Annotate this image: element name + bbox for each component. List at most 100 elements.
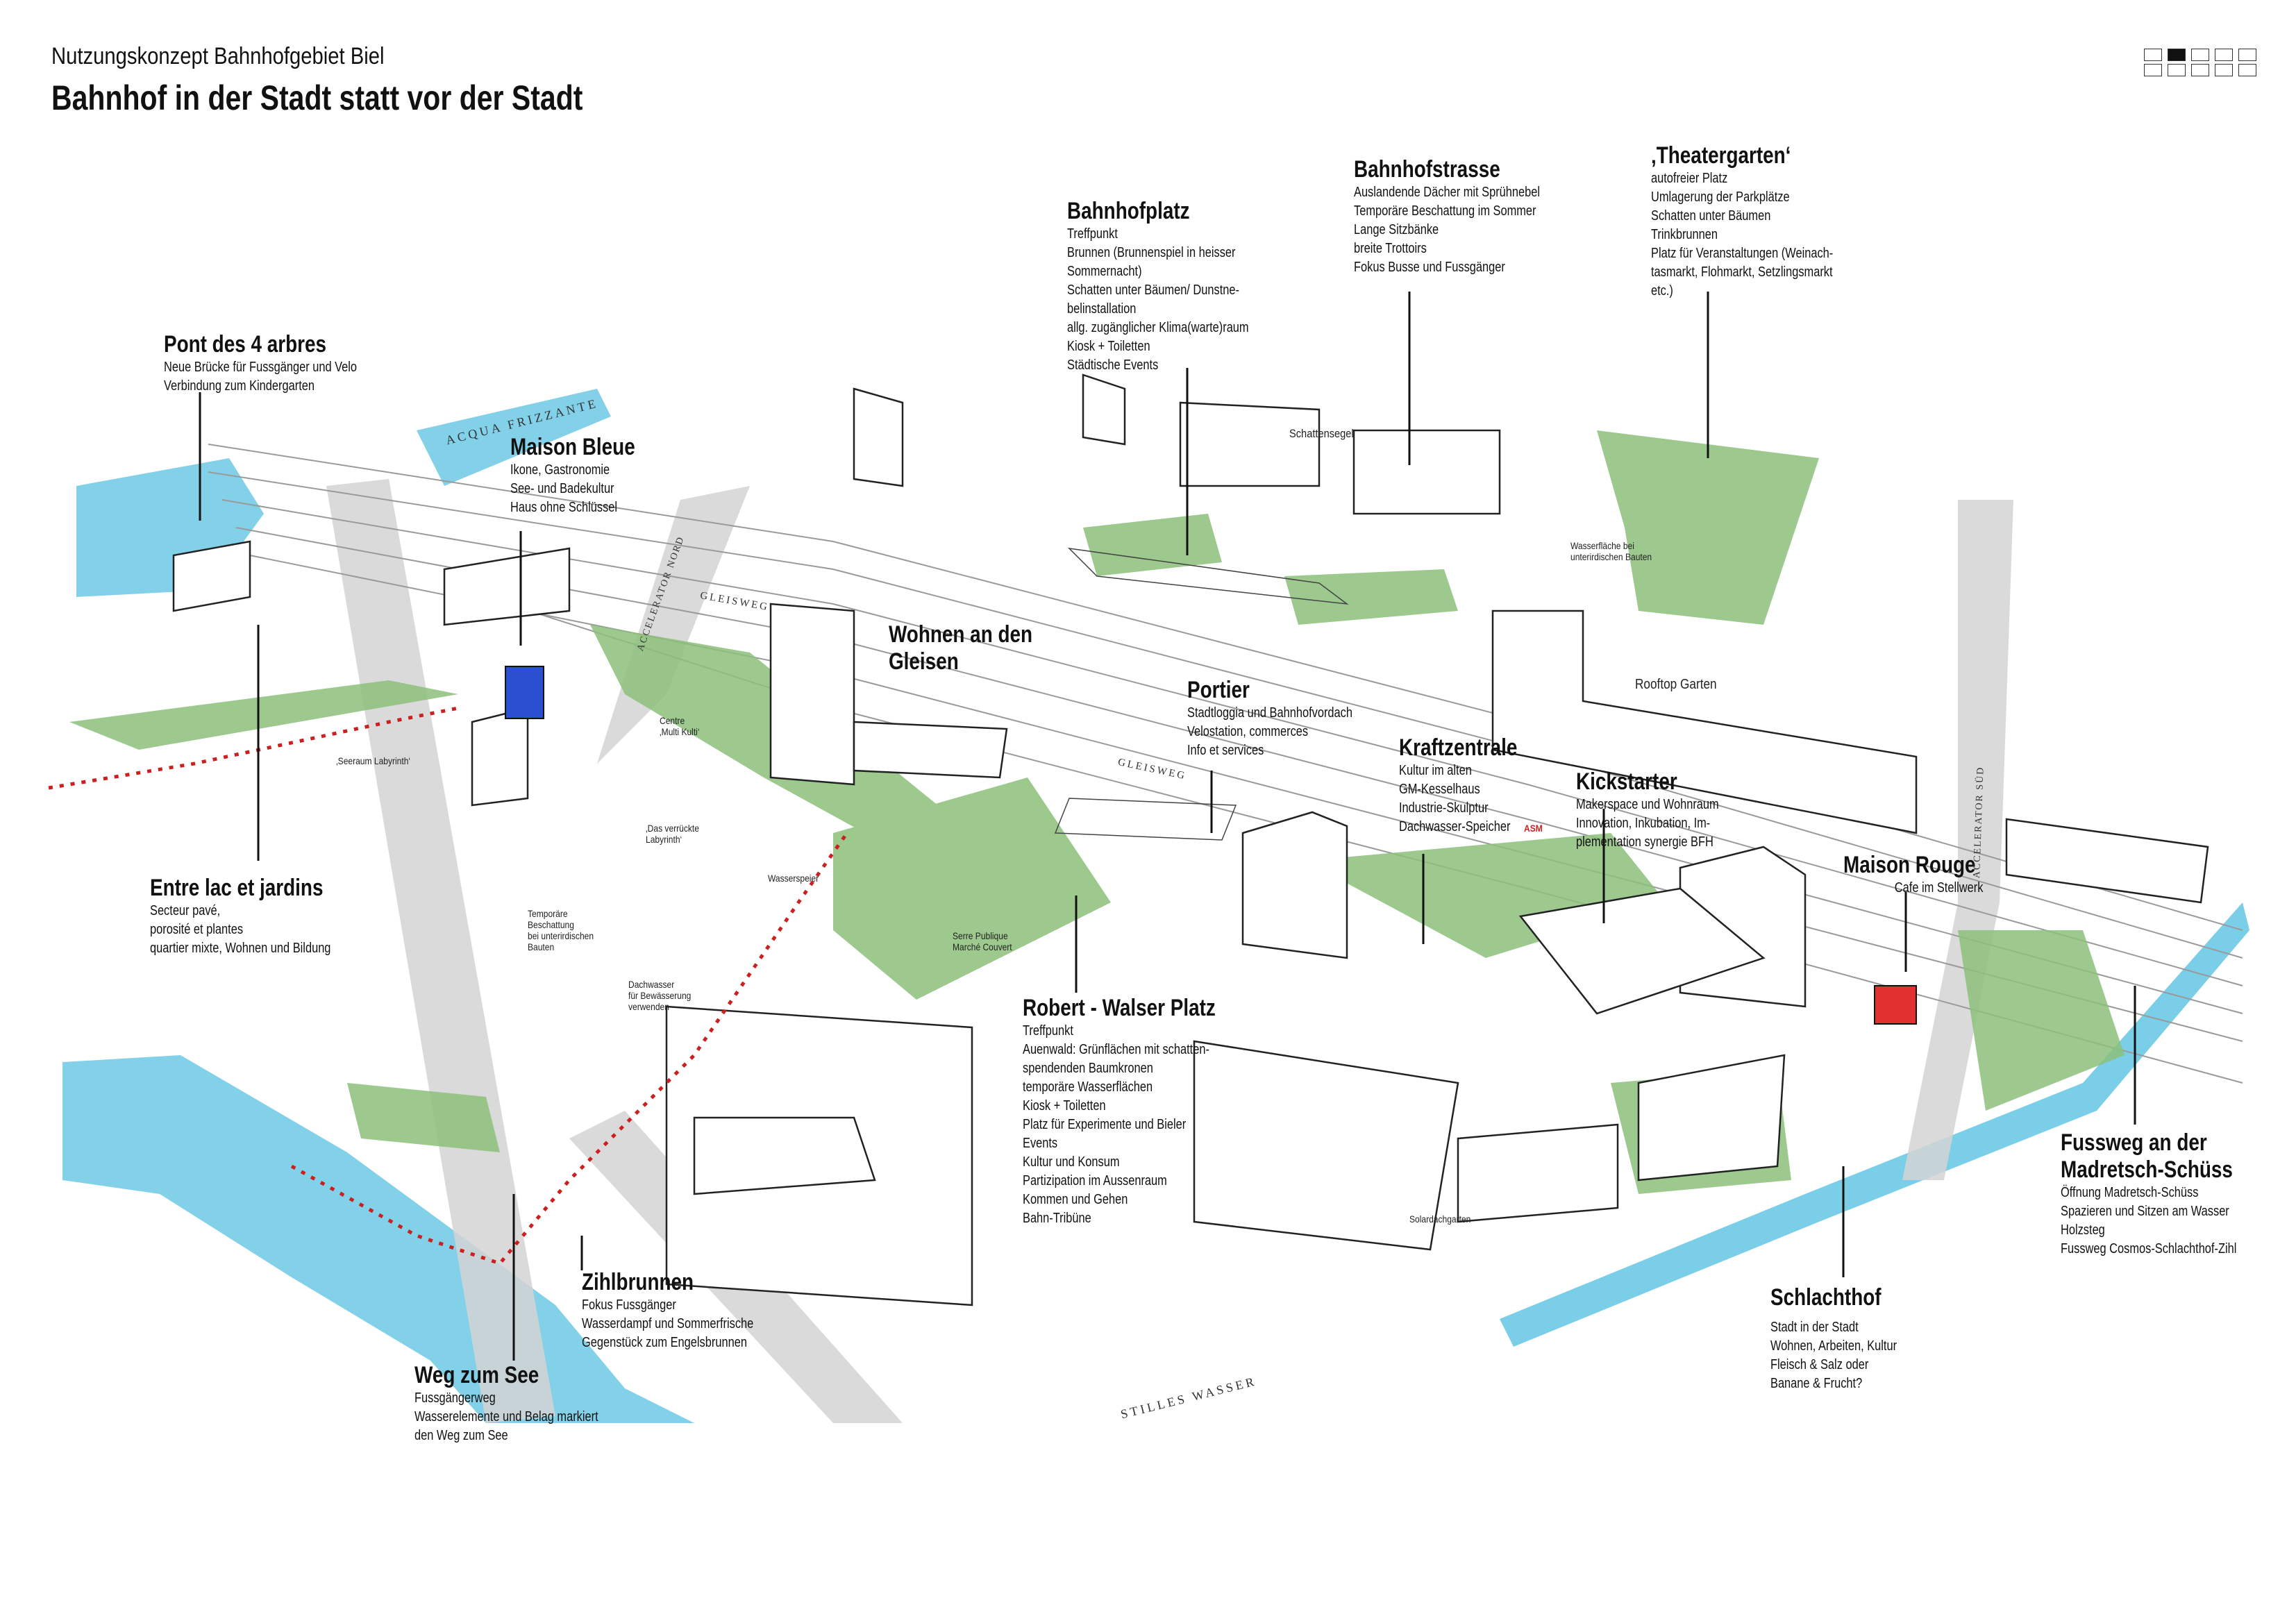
annotation-line: Innovation, Inkubation, Im- (1576, 814, 1719, 833)
annotation-line: GM-Kesselhaus (1399, 780, 1517, 799)
annotation-line: Kiosk + Toiletten (1023, 1097, 1216, 1116)
annotation-heading: Schlachthof (1770, 1284, 1897, 1311)
label-wasserspeier: Wasserspeier (768, 873, 819, 884)
annotation-line: Sommernacht) (1067, 262, 1249, 281)
annotation-pont-des-4-arbres: Pont des 4 arbres Neue Brücke für Fussgä… (164, 331, 357, 396)
label-seeraum-labyrinth: ‚Seeraum Labyrinth‘ (336, 755, 410, 766)
annotation-robert-walser-platz: Robert - Walser Platz Treffpunkt Auenwal… (1023, 995, 1216, 1228)
annotation-heading: Bahnhofplatz (1067, 198, 1249, 225)
annotation-line: belinstallation (1067, 300, 1249, 319)
annotation-line: Dachwasser-Speicher (1399, 818, 1517, 836)
label-wasserflaeche: Wasserfläche bei unterirdischen Bauten (1570, 540, 1652, 562)
annotation-heading: ‚Theatergarten‘ (1651, 142, 1833, 169)
annotation-line: Wohnen, Arbeiten, Kultur (1770, 1337, 1897, 1356)
annotation-line: Kommen und Gehen (1023, 1191, 1216, 1209)
annotation-zihlbrunnen: Zihlbrunnen Fokus Fussgänger Wasserdampf… (582, 1269, 753, 1352)
label-asm: ASM (1524, 823, 1543, 834)
label-centre-multi-kulti: Centre ‚Multi Kulti‘ (660, 715, 700, 737)
annotation-entre-lac-et-jardins: Entre lac et jardins Secteur pavé, poros… (150, 875, 330, 958)
annotation-heading: Bahnhofstrasse (1354, 156, 1540, 183)
annotation-line: Makerspace und Wohnraum (1576, 796, 1719, 814)
annotation-heading: Kickstarter (1576, 768, 1719, 796)
annotation-line: Kultur und Konsum (1023, 1153, 1216, 1172)
annotation-line: Haus ohne Schlüssel (510, 498, 635, 517)
label-rooftop-garten: Rooftop Garten (1635, 677, 1717, 693)
annotation-line: autofreier Platz (1651, 169, 1833, 188)
annotation-line: Secteur pavé, (150, 902, 330, 920)
annotation-schlachthof: Schlachthof Stadt in der Stadt Wohnen, A… (1770, 1284, 1897, 1393)
annotation-line: Treffpunkt (1023, 1022, 1216, 1041)
label-verrueckte-labyrinth: ‚Das verrückte Labyrinth‘ (646, 823, 699, 845)
annotation-bahnhofstrasse: Bahnhofstrasse Auslandende Dächer mit Sp… (1354, 156, 1540, 277)
annotation-portier: Portier Stadtloggia und Bahnhofvordach V… (1187, 677, 1352, 760)
annotation-line: Fleisch & Salz oder (1770, 1356, 1897, 1374)
label-schattensegel: Schattensegel (1289, 427, 1354, 441)
annotation-line: Neue Brücke für Fussgänger und Velo (164, 358, 357, 377)
annotation-line: Ikone, Gastronomie (510, 461, 635, 480)
annotation-line: temporäre Wasserflächen (1023, 1078, 1216, 1097)
annotation-heading: Maison Bleue (510, 434, 635, 461)
annotation-line: Info et services (1187, 741, 1352, 760)
annotation-line: Platz für Veranstaltungen (Weinach- (1651, 244, 1833, 263)
annotation-line: Schatten unter Bäumen (1651, 207, 1833, 226)
annotation-line: Fokus Fussgänger (582, 1296, 753, 1315)
annotation-heading: Fussweg an der Madretsch-Schüss (2061, 1129, 2236, 1184)
annotation-line: Trinkbrunnen (1651, 226, 1833, 244)
annotation-line: Partizipation im Aussenraum (1023, 1172, 1216, 1191)
maison-rouge-building (1875, 986, 1916, 1024)
annotation-line: Events (1023, 1134, 1216, 1153)
annotation-line: Wasserelemente und Belag markiert (414, 1408, 598, 1427)
annotation-line: Umlagerung der Parkplätze (1651, 188, 1833, 207)
annotation-kraftzentrale: Kraftzentrale Kultur im alten GM-Kesselh… (1399, 734, 1517, 836)
annotation-line: Öffnung Madretsch-Schüss (2061, 1184, 2236, 1202)
annotation-line: den Weg zum See (414, 1427, 598, 1445)
label-serre-publique: Serre Publique Marché Couvert (953, 930, 1012, 952)
annotation-line: Kiosk + Toiletten (1067, 337, 1249, 356)
annotation-line: plementation synergie BFH (1576, 833, 1719, 852)
annotation-line: Velostation, commerces (1187, 723, 1352, 741)
annotation-bahnhofplatz: Bahnhofplatz Treffpunkt Brunnen (Brunnen… (1067, 198, 1249, 375)
annotation-line: porosité et plantes (150, 920, 330, 939)
annotation-line: etc.) (1651, 282, 1833, 301)
annotation-line: allg. zugänglicher Klima(warte)raum (1067, 319, 1249, 337)
annotation-line: Schatten unter Bäumen/ Dunstne- (1067, 281, 1249, 300)
annotation-line: spendenden Baumkronen (1023, 1059, 1216, 1078)
annotation-heading: Entre lac et jardins (150, 875, 330, 902)
annotation-line: Bahn-Tribüne (1023, 1209, 1216, 1228)
annotation-line: Platz für Experimente und Bieler (1023, 1116, 1216, 1134)
annotation-line (1770, 1311, 1897, 1318)
annotation-line: Spazieren und Sitzen am Wasser (2061, 1202, 2236, 1221)
annotation-line: Industrie-Skulptur (1399, 799, 1517, 818)
annotation-line: Treffpunkt (1067, 225, 1249, 244)
annotation-weg-zum-see: Weg zum See Fussgängerweg Wasserelemente… (414, 1362, 598, 1445)
annotation-maison-bleue: Maison Bleue Ikone, Gastronomie See- und… (510, 434, 635, 517)
label-temporaere-beschattung: Temporäre Beschattung bei unterirdischen… (528, 908, 594, 952)
maison-bleue-building (505, 666, 544, 718)
annotation-heading: Kraftzentrale (1399, 734, 1517, 762)
annotation-line: Kultur im alten (1399, 762, 1517, 780)
annotation-fussweg-madretsch: Fussweg an der Madretsch-Schüss Öffnung … (2061, 1129, 2236, 1259)
annotation-line: Städtische Events (1067, 356, 1249, 375)
annotation-heading: Maison Rouge (1843, 852, 1983, 879)
annotation-line: Stadt in der Stadt (1770, 1318, 1897, 1337)
annotation-heading: Pont des 4 arbres (164, 331, 357, 358)
label-dachwasser: Dachwasser für Bewässerung verwenden (628, 979, 691, 1012)
annotation-line: Fussweg Cosmos-Schlachthof-Zihl (2061, 1240, 2236, 1259)
annotation-theatergarten: ‚Theatergarten‘ autofreier Platz Umlager… (1651, 142, 1833, 301)
label-solardachgarten: Solardachgarten (1409, 1213, 1470, 1225)
annotation-line: Wasserdampf und Sommerfrische (582, 1315, 753, 1334)
annotation-line: Brunnen (Brunnenspiel in heisser (1067, 244, 1249, 262)
annotation-line: Banane & Frucht? (1770, 1374, 1897, 1393)
annotation-line: See- und Badekultur (510, 480, 635, 498)
annotation-line: Gegenstück zum Engelsbrunnen (582, 1334, 753, 1352)
annotation-heading: Zihlbrunnen (582, 1269, 753, 1296)
annotation-line: Fokus Busse und Fussgänger (1354, 258, 1540, 277)
annotation-line: Cafe im Stellwerk (1843, 879, 1983, 898)
annotation-heading: Wohnen an den Gleisen (889, 621, 1032, 675)
annotation-wohnen-an-den-gleisen: Wohnen an den Gleisen (889, 621, 1032, 675)
annotation-kickstarter: Kickstarter Makerspace und Wohnraum Inno… (1576, 768, 1719, 852)
annotation-heading: Weg zum See (414, 1362, 598, 1389)
annotation-line: Stadtloggia und Bahnhofvordach (1187, 704, 1352, 723)
annotation-heading: Robert - Walser Platz (1023, 995, 1216, 1022)
annotation-line: Temporäre Beschattung im Sommer (1354, 202, 1540, 221)
